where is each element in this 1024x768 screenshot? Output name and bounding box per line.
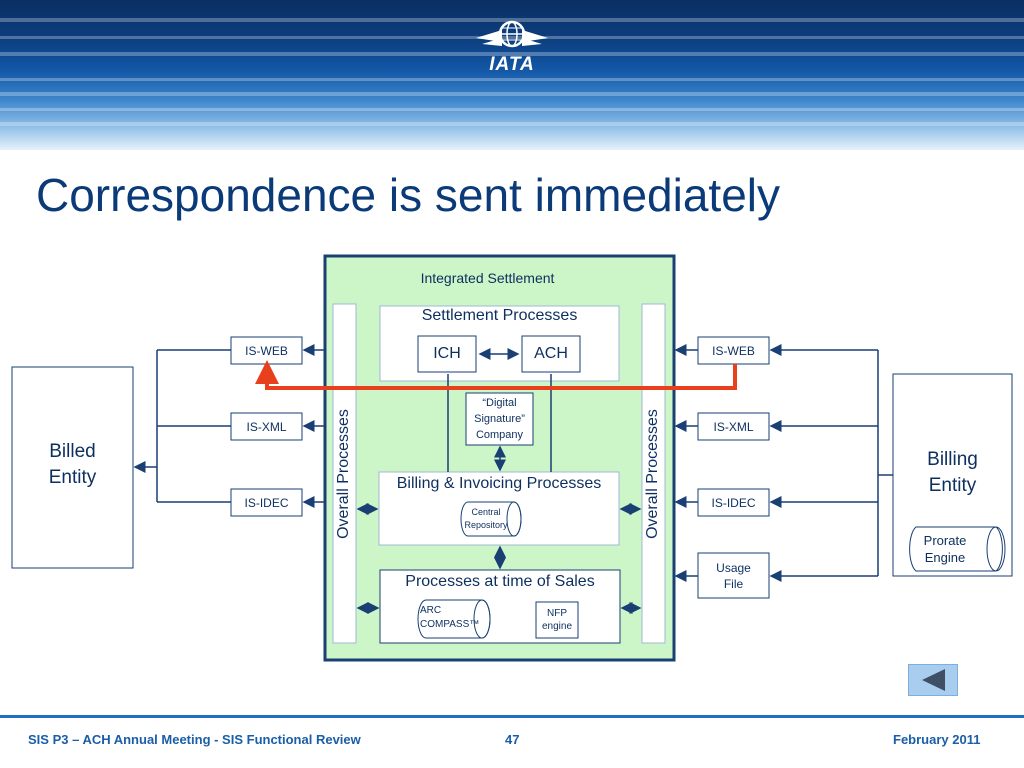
footer-presentation-title: SIS P3 – ACH Annual Meeting - SIS Functi…	[28, 732, 361, 747]
header-banner: IATA	[0, 0, 1024, 150]
billing-entity-label: Billing Entity	[927, 449, 978, 496]
logo-text: IATA	[489, 54, 535, 75]
nfp-engine-box	[535, 601, 579, 639]
footer-date: February 2011	[893, 732, 981, 747]
overall-processes-right-label: Overall Processes	[644, 409, 661, 539]
banner-stripe	[0, 108, 1024, 111]
banner-stripe	[0, 18, 1024, 22]
right-is-idec-box	[697, 488, 770, 517]
banner-stripe	[0, 78, 1024, 81]
prorate-engine-label: Prorate Engine	[923, 533, 967, 565]
globe-wings-icon	[476, 20, 548, 48]
billed-entity-label: Billed Entity	[48, 441, 97, 488]
left-is-web-label: IS-WEB	[245, 343, 288, 358]
right-usage-file-box	[697, 552, 770, 599]
triangle-left-icon	[922, 669, 945, 691]
ich-label: ICH	[433, 345, 461, 362]
billed-entity-box	[11, 366, 134, 569]
right-is-idec-label: IS-IDEC	[711, 495, 756, 510]
nfp-engine-label: NFP engine	[541, 608, 573, 632]
right-is-web-label: IS-WEB	[712, 343, 755, 358]
banner-stripe	[0, 36, 1024, 39]
correspondence-arrow	[255, 360, 737, 390]
right-usage-file-label: Usage File	[716, 560, 751, 591]
right-is-xml-label: IS-XML	[713, 419, 754, 434]
central-repository-label: Central Repository	[464, 507, 508, 530]
left-is-idec-box	[230, 488, 303, 517]
settlement-processes-label: Settlement Processes	[421, 307, 578, 324]
left-is-xml-label: IS-XML	[246, 419, 287, 434]
slide-title: Correspondence is sent immediately	[36, 169, 781, 221]
ach-box	[521, 335, 581, 373]
processes-sales-label: Processes at time of Sales	[405, 573, 595, 590]
ach-label: ACH	[534, 345, 568, 362]
arc-compass-label: ARC COMPASS™	[420, 605, 480, 630]
digital-signature-label: “Digital Signature” Company	[474, 397, 525, 441]
left-is-idec-label: IS-IDEC	[244, 495, 289, 510]
left-is-web-box	[230, 336, 303, 365]
iata-logo: IATA	[472, 16, 552, 76]
right-is-web-box	[697, 336, 770, 365]
digital-signature-box	[465, 392, 534, 446]
footer-divider	[0, 715, 1024, 718]
footer-page-number: 47	[505, 732, 520, 747]
banner-stripe	[0, 52, 1024, 56]
integrated-settlement-label: Integrated Settlement	[420, 270, 555, 286]
ich-box	[417, 335, 477, 373]
previous-slide-button[interactable]	[908, 664, 958, 696]
banner-stripe	[0, 122, 1024, 126]
left-is-xml-box	[230, 412, 303, 441]
overall-processes-left-label: Overall Processes	[335, 409, 352, 539]
banner-stripe	[0, 92, 1024, 96]
billing-invoicing-label: Billing & Invoicing Processes	[396, 475, 602, 492]
